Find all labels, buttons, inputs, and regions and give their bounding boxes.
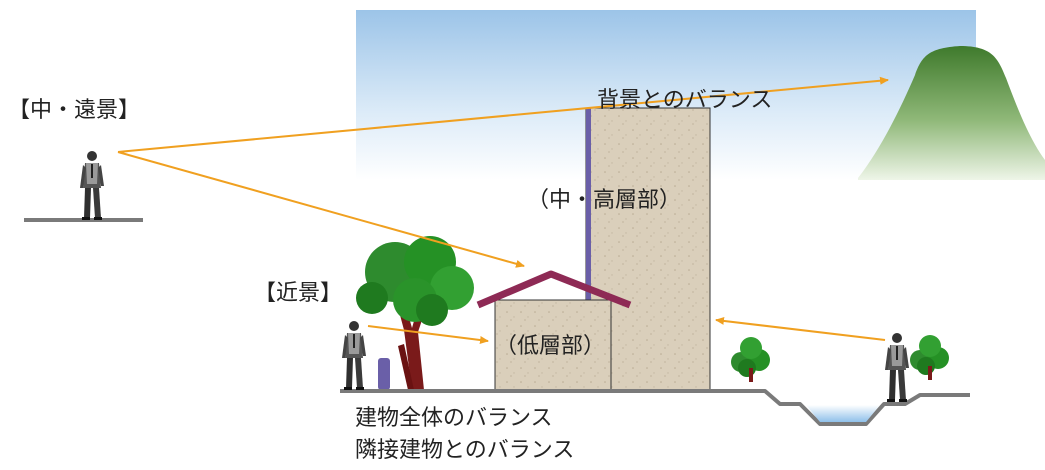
bollard-icon [378,358,390,390]
person-icon [885,333,909,402]
sightline-to-background [117,76,889,153]
sightline-near-view [367,325,489,344]
ditch-water [806,405,880,422]
low-rise-roof [476,270,632,309]
whole-building-balance-label: 建物全体のバランス [355,406,553,431]
background-balance-label: 背景とのバランス [597,88,773,113]
person-icon [80,151,104,220]
ground-line [340,389,970,426]
sightline-to-adjacent [715,316,886,341]
low-rise-building [494,299,612,391]
mid-far-view-label: 【中・遠景】 [8,98,141,123]
tree-icon [731,337,770,382]
high-rise-edge-accent [586,108,591,318]
sightline-to-low-rise [117,151,525,268]
low-part-label: （低層部） [495,334,606,359]
person-icon [342,321,366,390]
tree-icon [356,236,474,390]
mid-high-part-label: （中・高層部） [527,188,682,213]
tree-icon [910,335,949,380]
mountain-icon [858,46,1045,180]
adjacent-building-balance-label: 隣接建物とのバランス [355,438,575,463]
near-view-label: 【近景】 [254,281,343,306]
